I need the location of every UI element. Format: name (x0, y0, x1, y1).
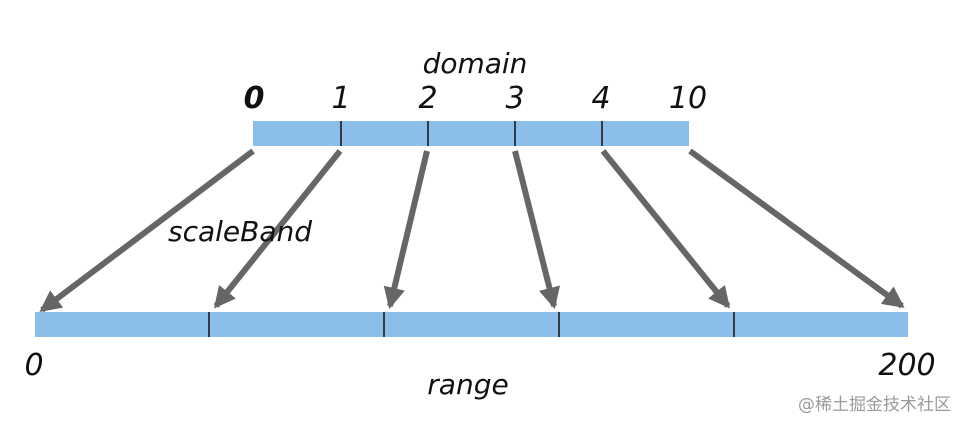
range-bar (35, 312, 908, 337)
range-label: range (427, 368, 508, 401)
watermark: @稀土掘金技术社区 (798, 395, 951, 415)
range-start-label: 0 (24, 348, 43, 383)
mapping-arrow (600, 149, 731, 309)
domain-bar (253, 121, 689, 146)
domain-tick-1: 1 (331, 81, 350, 116)
range-end-label: 200 (878, 348, 935, 383)
domain-tick-4: 4 (591, 81, 610, 116)
mapping-arrow (39, 148, 255, 313)
domain-tick-10: 10 (669, 81, 707, 116)
mapping-arrow (512, 150, 560, 310)
domain-tick-3: 3 (505, 81, 524, 116)
mapping-arrow (688, 148, 905, 309)
mapping-arrow (213, 149, 343, 309)
scaleband-label: scaleBand (168, 215, 312, 248)
domain-tick-2: 2 (418, 81, 437, 116)
domain-label: domain (423, 47, 528, 80)
mapping-arrow (383, 150, 430, 310)
domain-tick-0: 0 (244, 81, 265, 116)
